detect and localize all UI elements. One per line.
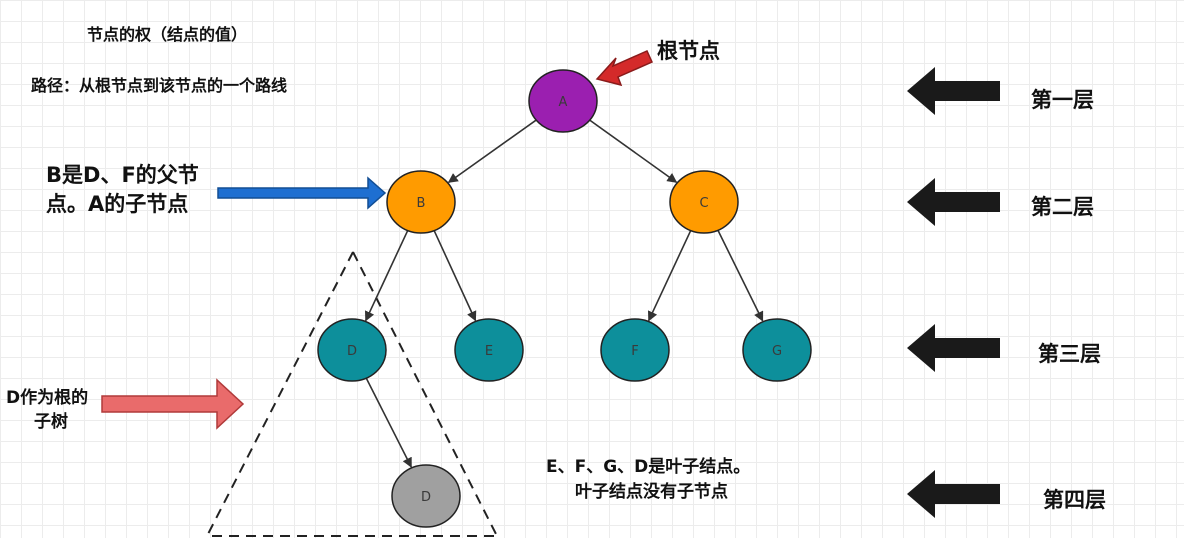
edge-b-e [433, 230, 477, 322]
layer-label-2: 第二层 [1031, 195, 1094, 219]
node-label: C [699, 196, 708, 211]
node-label: D [347, 344, 357, 359]
parent-indicator-arrow [217, 176, 387, 210]
node-circle [669, 170, 739, 234]
leaf-note-line2: 叶子结点没有子节点 [575, 482, 728, 502]
path-note: 路径：从根节点到该节点的一个路线 [31, 76, 288, 95]
subtree-note-line1: D作为根的 [6, 388, 89, 408]
node-label: A [559, 95, 568, 110]
layer-label-4: 第四层 [1043, 488, 1106, 512]
root-label: 根节点 [657, 39, 720, 63]
tree-node-f: F [600, 318, 670, 382]
node-label: F [631, 344, 638, 359]
node-label: B [417, 196, 426, 211]
tree-node-c: C [669, 170, 739, 234]
subtree-outline [206, 251, 498, 537]
edge-c-g [717, 229, 764, 322]
node-weight-note: 节点的权（结点的值） [87, 25, 248, 44]
layer-arrows [907, 67, 1000, 518]
tree-nodes: A B C D E F G D [317, 69, 812, 528]
layer-arrow-3 [907, 324, 1000, 372]
node-label: D [421, 490, 431, 505]
node-circle [454, 318, 524, 382]
tree-node-b: B [386, 170, 456, 234]
layer-label-3: 第三层 [1038, 342, 1101, 366]
tree-node-a: A [528, 69, 598, 133]
node-circle [600, 318, 670, 382]
tree-node-e: E [454, 318, 524, 382]
layer-arrow-1 [907, 67, 1000, 115]
tree-edges [364, 119, 764, 468]
root-indicator-arrow [595, 50, 653, 87]
edge-a-c [589, 119, 678, 183]
node-circle [386, 170, 456, 234]
tree-node-d: D [317, 318, 387, 382]
layer-arrow-2 [907, 178, 1000, 226]
node-circle [528, 69, 598, 133]
leaf-note-line1: E、F、G、D是叶子结点。 [546, 457, 751, 477]
edge-d-d2 [365, 377, 412, 468]
tree-node-g: G [742, 318, 812, 382]
node-circle [317, 318, 387, 382]
layer-label-1: 第一层 [1031, 88, 1094, 112]
edge-a-b [447, 119, 537, 184]
node-label: E [485, 344, 493, 359]
edge-c-f [647, 230, 692, 322]
parent-note-line1: B是D、F的父节 [46, 163, 199, 187]
node-label: G [772, 344, 782, 359]
parent-note-line2: 点。A的子节点 [46, 192, 189, 216]
node-circle [742, 318, 812, 382]
edge-b-d [364, 230, 409, 322]
node-circle [391, 464, 461, 528]
subtree-indicator-arrow [101, 378, 245, 430]
subtree-note-line2: 子树 [34, 412, 68, 432]
tree-node-d2: D [391, 464, 461, 528]
layer-arrow-4 [907, 470, 1000, 518]
